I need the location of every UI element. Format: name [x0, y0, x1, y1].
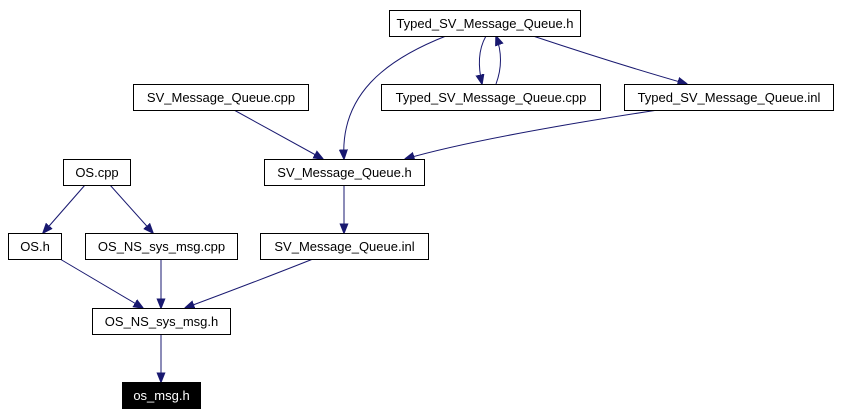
svg-text:Typed_SV_Message_Queue.cpp: Typed_SV_Message_Queue.cpp [396, 90, 587, 105]
svg-text:OS_NS_sys_msg.cpp: OS_NS_sys_msg.cpp [98, 239, 225, 254]
edge-svmq-cpp-to-svmq-h [233, 109, 323, 159]
svg-text:SV_Message_Queue.inl: SV_Message_Queue.inl [274, 239, 414, 254]
edge-typed-h-to-svmq-h [344, 35, 447, 159]
svg-text:Typed_SV_Message_Queue.h: Typed_SV_Message_Queue.h [396, 16, 573, 31]
edge-os-cpp-to-osns-cpp [109, 184, 153, 233]
svg-text:OS.cpp: OS.cpp [75, 165, 118, 180]
edge-typed-h-to-typed-cpp [479, 35, 487, 84]
svg-text:OS_NS_sys_msg.h: OS_NS_sys_msg.h [105, 314, 218, 329]
svg-text:SV_Message_Queue.h: SV_Message_Queue.h [277, 165, 411, 180]
edge-os-cpp-to-os-h [43, 184, 86, 233]
edges [43, 36, 687, 382]
nodes: Typed_SV_Message_Queue.h SV_Message_Queu… [8, 10, 834, 409]
node-os-h[interactable]: OS.h [8, 233, 62, 260]
node-os-msg-h[interactable]: os_msg.h [122, 382, 201, 409]
edge-typed-inl-to-svmq-h [405, 109, 659, 159]
svg-text:Typed_SV_Message_Queue.inl: Typed_SV_Message_Queue.inl [638, 90, 821, 105]
edge-os-h-to-osns-h [59, 258, 143, 308]
svg-text:os_msg.h: os_msg.h [133, 388, 189, 403]
node-os-cpp[interactable]: OS.cpp [63, 159, 131, 186]
svg-text:OS.h: OS.h [20, 239, 50, 254]
node-sv-message-queue-cpp[interactable]: SV_Message_Queue.cpp [133, 84, 309, 111]
edge-svmq-inl-to-osns-h [185, 258, 314, 308]
node-sv-message-queue-inl[interactable]: SV_Message_Queue.inl [260, 233, 429, 260]
edge-typed-cpp-to-typed-h [496, 36, 501, 85]
svg-text:SV_Message_Queue.cpp: SV_Message_Queue.cpp [147, 90, 295, 105]
node-typed-sv-message-queue-inl[interactable]: Typed_SV_Message_Queue.inl [624, 84, 834, 111]
node-sv-message-queue-h[interactable]: SV_Message_Queue.h [264, 159, 425, 186]
node-typed-sv-message-queue-cpp[interactable]: Typed_SV_Message_Queue.cpp [381, 84, 601, 111]
node-os-ns-sys-msg-cpp[interactable]: OS_NS_sys_msg.cpp [85, 233, 238, 260]
node-typed-sv-message-queue-h[interactable]: Typed_SV_Message_Queue.h [389, 10, 581, 37]
edge-typed-h-to-typed-inl [532, 35, 687, 84]
node-os-ns-sys-msg-h[interactable]: OS_NS_sys_msg.h [92, 308, 231, 335]
